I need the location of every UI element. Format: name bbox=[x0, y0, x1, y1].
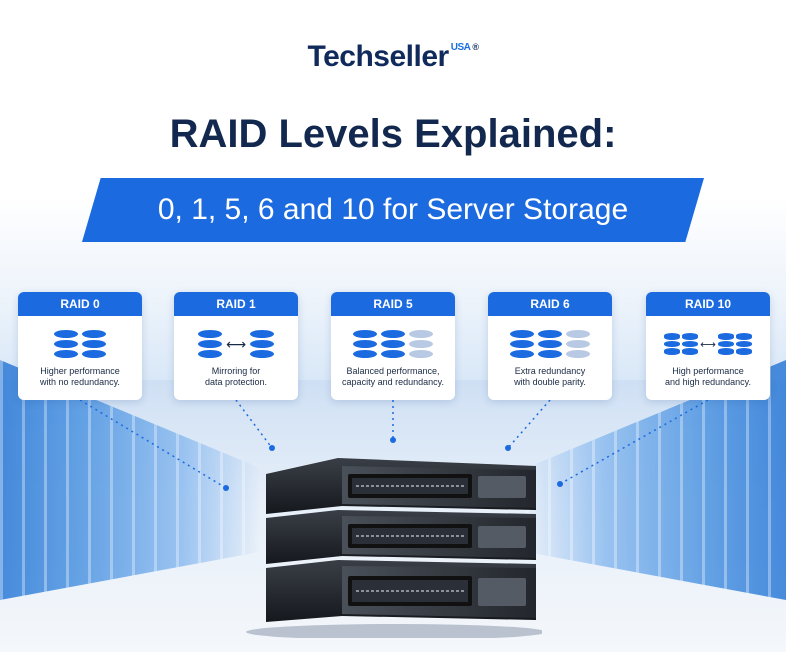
raid-0-card[interactable]: RAID 0 Higher performance with no redund… bbox=[18, 292, 142, 400]
raid-0-label: RAID 0 bbox=[18, 292, 142, 316]
raid-5-card[interactable]: RAID 5 Balanced performance, capacity an… bbox=[331, 292, 455, 400]
raid-1-desc: Mirroring for data protection. bbox=[204, 366, 268, 387]
disk-icon bbox=[250, 330, 275, 358]
raid-5-label: RAID 5 bbox=[331, 292, 455, 316]
server-stack-icon bbox=[246, 458, 542, 638]
raid-10-label: RAID 10 bbox=[646, 292, 770, 316]
disk-icon bbox=[381, 330, 405, 358]
disk-icon bbox=[664, 333, 681, 356]
raid-1-card[interactable]: RAID 1 ⟷ Mirroring for data protection. bbox=[174, 292, 298, 400]
parity-disk-icon bbox=[409, 330, 433, 358]
mirror-arrow-icon: ⟷ bbox=[225, 335, 247, 352]
disk-icon bbox=[682, 333, 699, 356]
raid-10-card[interactable]: RAID 10 ⟷ High performance and high redu… bbox=[646, 292, 770, 400]
disk-icon bbox=[197, 330, 222, 358]
registered-mark: ® bbox=[472, 42, 479, 52]
raid-1-diagram: ⟷ bbox=[174, 324, 298, 364]
brand-name: Techseller bbox=[307, 40, 450, 73]
raid-6-card[interactable]: RAID 6 Extra redundancy with double pari… bbox=[488, 292, 612, 400]
raid-5-desc: Balanced performance, capacity and redun… bbox=[342, 366, 444, 387]
disk-icon bbox=[538, 330, 562, 358]
brand-usa: USA bbox=[450, 42, 471, 53]
raid-6-desc: Extra redundancy with double parity. bbox=[514, 366, 586, 387]
raid-1-label: RAID 1 bbox=[174, 292, 298, 316]
mirror-arrow-icon: ⟷ bbox=[700, 338, 716, 351]
raid-6-diagram bbox=[488, 324, 612, 364]
disk-icon bbox=[510, 330, 534, 358]
subtitle-banner: 0, 1, 5, 6 and 10 for Server Storage bbox=[82, 178, 704, 242]
parity-disk-icon bbox=[566, 330, 590, 358]
subtitle-text: 0, 1, 5, 6 and 10 for Server Storage bbox=[157, 193, 629, 226]
raid-0-desc: Higher performance with no redundancy. bbox=[40, 366, 120, 387]
raid-10-desc: High performance and high redundancy. bbox=[665, 366, 751, 387]
raid-5-diagram bbox=[331, 324, 455, 364]
disk-icon bbox=[54, 330, 78, 358]
disk-icon bbox=[353, 330, 377, 358]
raid-0-diagram bbox=[18, 324, 142, 364]
disk-icon bbox=[735, 333, 752, 356]
disk-icon bbox=[82, 330, 106, 358]
raid-10-diagram: ⟷ bbox=[646, 324, 770, 364]
raid-6-label: RAID 6 bbox=[488, 292, 612, 316]
disk-icon bbox=[717, 333, 734, 356]
page-title: RAID Levels Explained: bbox=[169, 112, 617, 156]
